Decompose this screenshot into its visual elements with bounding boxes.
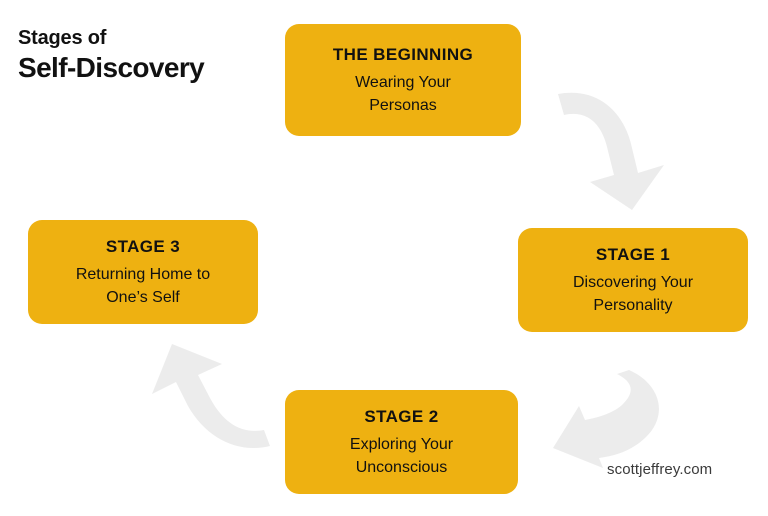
- node-subtitle-line-1: Returning Home to: [75, 265, 211, 283]
- node-subtitle: Exploring Your Unconscious: [350, 433, 453, 479]
- node-subtitle: Wearing Your Personas: [355, 71, 451, 117]
- watermark-attribution: scottjeffrey.com: [607, 461, 713, 478]
- title-line-1: Stages of: [18, 27, 107, 49]
- node-heading: STAGE 3: [105, 236, 181, 256]
- node-stage-3[interactable]: STAGE 3 Returning Home to One’s Self: [28, 220, 258, 324]
- node-heading: STAGE 1: [595, 244, 671, 264]
- node-subtitle-line-1: Discovering Your: [572, 273, 694, 291]
- node-the-beginning[interactable]: THE BEGINNING Wearing Your Personas: [285, 24, 521, 136]
- node-heading: STAGE 2: [364, 406, 439, 426]
- node-stage-1[interactable]: STAGE 1 Discovering Your Personality: [518, 228, 748, 332]
- node-subtitle: Returning Home to One’s Self: [76, 263, 210, 309]
- diagram-title: Stages of Self-Discovery: [18, 26, 268, 85]
- node-subtitle-line-1: Wearing Your: [355, 73, 451, 91]
- node-subtitle: Discovering Your Personality: [573, 271, 693, 317]
- node-heading: THE BEGINNING: [332, 44, 474, 64]
- node-subtitle-line-2: Personality: [593, 296, 673, 314]
- curved-arrow-down-right-icon: [558, 92, 664, 210]
- curved-arrow-up-left-icon: [152, 344, 270, 449]
- title-line-2: Self-Discovery: [18, 52, 205, 83]
- node-subtitle-line-1: Exploring Your: [349, 435, 454, 453]
- node-subtitle-line-2: Personas: [369, 96, 437, 114]
- node-subtitle-line-2: Unconscious: [355, 458, 448, 476]
- node-stage-2[interactable]: STAGE 2 Exploring Your Unconscious: [285, 390, 518, 494]
- node-subtitle-line-2: One’s Self: [106, 288, 180, 306]
